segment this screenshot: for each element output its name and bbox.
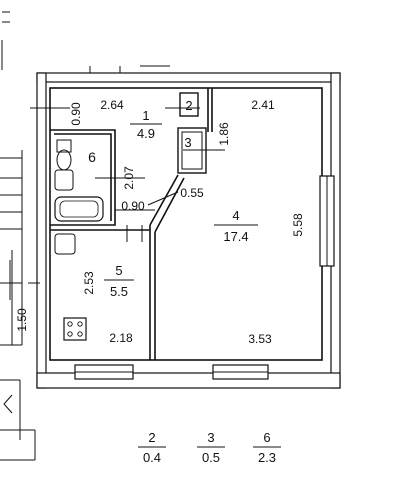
room-number: 1 [142, 108, 149, 123]
windows [74, 175, 335, 380]
room-number: 4 [232, 208, 239, 223]
legend-item-6: 6 2.3 [253, 430, 281, 465]
dimension-label: 0.90 [121, 199, 145, 213]
dimension-label: 2.07 [122, 166, 136, 190]
room-3-number: 3 [184, 135, 191, 150]
room-number: 5 [115, 263, 122, 278]
legend-item-3: 3 0.5 [197, 430, 225, 465]
room-2-number: 2 [185, 98, 192, 113]
dimension-label: 0.55 [180, 186, 204, 200]
dimension-label: 2.18 [109, 331, 133, 345]
room-5-label: 5 5.5 [104, 263, 134, 299]
room-area: 17.4 [223, 229, 248, 244]
kitchen-sink-icon [54, 233, 76, 255]
room-area: 4.9 [137, 126, 155, 141]
legend-number: 3 [207, 430, 214, 445]
room-area: 5.5 [110, 284, 128, 299]
legend-area: 0.4 [143, 450, 161, 465]
dimension-label: 1.50 [15, 308, 29, 332]
dimension-label: 2.53 [82, 271, 96, 295]
room-1-label: 1 4.9 [130, 108, 162, 141]
dimension-label: 2.41 [251, 98, 275, 112]
bathtub-icon [54, 196, 104, 222]
dimension-lines [0, 107, 225, 300]
interior-walls [49, 87, 323, 361]
dimension-label: 2.64 [100, 98, 124, 112]
dimension-label: 1.86 [217, 122, 231, 146]
dimension-label: 0.90 [69, 102, 83, 126]
room-4-label: 4 17.4 [214, 208, 258, 244]
legend-area: 2.3 [258, 450, 276, 465]
legend-number: 2 [148, 430, 155, 445]
legend-item-2: 2 0.4 [138, 430, 166, 465]
legend-number: 6 [263, 430, 270, 445]
room-6-number: 6 [88, 149, 96, 165]
dimension-label: 5.58 [291, 213, 305, 237]
stairwell [0, 11, 36, 461]
dimension-label: 3.53 [248, 332, 272, 346]
stove-icon [63, 317, 87, 341]
sink-icon [54, 169, 74, 191]
legend-area: 0.5 [202, 450, 220, 465]
